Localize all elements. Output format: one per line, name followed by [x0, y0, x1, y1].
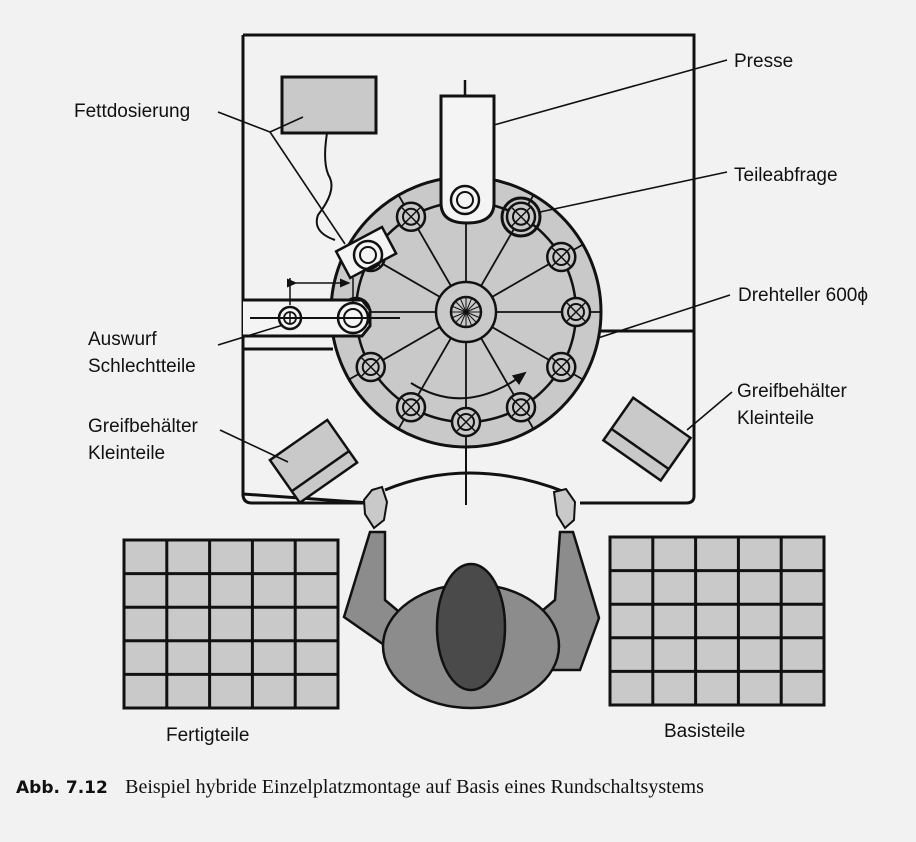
label-greif-right-2: Kleinteile: [737, 408, 814, 429]
label-auswurf-1: Auswurf: [88, 329, 157, 350]
label-basisteile: Basisteile: [664, 721, 745, 742]
hub-ray: [465, 311, 481, 319]
figure-caption: Abb. 7.12 Beispiel hybride Einzelplatzmo…: [16, 776, 704, 799]
carrier-cross: [361, 357, 381, 377]
gripper-container-left: [268, 418, 359, 505]
leader-greif-right: [686, 391, 733, 431]
reject-part-outer: [277, 305, 303, 331]
label-fettdosierung: Fettdosierung: [74, 101, 190, 122]
grease-applicator-ring-outer: [352, 239, 384, 271]
grease-applicator: [334, 225, 398, 280]
label-drehteller: Drehteller 600ϕ: [738, 285, 868, 306]
carrier-ring-inner: [552, 248, 571, 266]
carrier-cross: [456, 412, 476, 432]
leader-presse: [493, 59, 728, 126]
carrier-ring-inner: [567, 303, 585, 321]
workpiece-carrier: [505, 201, 537, 232]
carrier-ring-inner: [402, 398, 420, 417]
hub-ray: [465, 311, 473, 327]
leader-auswurf: [217, 324, 284, 346]
press: [439, 94, 496, 225]
grease-applicator-ring-inner: [359, 246, 377, 264]
hub-ray: [465, 301, 477, 313]
hub-ray: [455, 301, 467, 313]
carrier-cross: [401, 207, 421, 227]
left-hand: [362, 485, 389, 530]
workpiece-carrier: [450, 406, 482, 438]
base-parts-bins: [608, 535, 826, 707]
carrier-cross: [566, 302, 586, 322]
finished-parts-bins: [122, 538, 340, 710]
label-fertigteile: Fertigteile: [166, 725, 249, 746]
carrier-cross: [511, 207, 531, 227]
hub-ray: [465, 305, 481, 313]
bin-tray: [122, 538, 340, 710]
caption-text: Beispiel hybride Einzelplatzmontage auf …: [125, 776, 704, 798]
carrier-cross: [401, 397, 421, 417]
hub-ray: [459, 311, 467, 327]
work-edge-arc: [384, 471, 566, 494]
leader-fettdosierung-2: [269, 131, 346, 245]
carrier-ring-inner: [512, 207, 530, 226]
rotation-arrow: [410, 371, 527, 400]
label-greif-left-2: Kleinteile: [88, 443, 165, 464]
carrier-ring-inner: [552, 358, 571, 376]
carrier-ring-inner: [512, 398, 530, 417]
hub-ray: [451, 311, 467, 319]
bin-tray: [608, 535, 826, 707]
workpiece-carrier: [395, 392, 427, 423]
part-check-ring: [500, 196, 542, 238]
carrier-ring-inner: [402, 207, 420, 226]
grease-hose: [315, 132, 336, 241]
label-auswurf-2: Schlechtteile: [88, 356, 196, 377]
carrier-cross: [511, 397, 531, 417]
workpiece-carrier: [560, 296, 592, 328]
right-hand: [552, 487, 577, 530]
label-greif-right-1: Greifbehälter: [737, 381, 848, 402]
leader-teileabfrage: [539, 171, 728, 213]
hub-ray: [459, 297, 467, 313]
carrier-cross: [551, 357, 571, 377]
grease-dosing-unit: [280, 75, 378, 135]
operator-head: [435, 562, 507, 692]
carrier-ring-inner: [457, 413, 475, 431]
workpiece-carrier: [395, 201, 427, 232]
label-teileabfrage: Teileabfrage: [734, 165, 838, 186]
workpiece-carrier: [505, 392, 537, 423]
workpiece-carrier: [355, 351, 386, 383]
hub-ray: [451, 305, 467, 313]
hub-rays: [451, 297, 481, 327]
workpiece-carrier: [546, 351, 577, 383]
gripper-container-right: [601, 395, 693, 483]
label-presse: Presse: [734, 51, 793, 72]
caption-number: Abb. 7.12: [16, 778, 108, 798]
carrier-cross: [551, 247, 571, 267]
carrier-ring-inner: [361, 358, 380, 376]
leader-greif-left: [219, 429, 289, 463]
workpiece-carrier: [546, 241, 577, 273]
hub-ray: [455, 311, 467, 323]
hub-ray: [465, 297, 473, 313]
eject-station-inner: [343, 308, 363, 328]
press-tool-outer: [449, 184, 481, 216]
press-tool-inner: [456, 191, 474, 209]
leader-drehteller: [597, 294, 731, 339]
hub-ray: [465, 311, 477, 323]
label-greif-left-1: Greifbehälter: [88, 416, 199, 437]
